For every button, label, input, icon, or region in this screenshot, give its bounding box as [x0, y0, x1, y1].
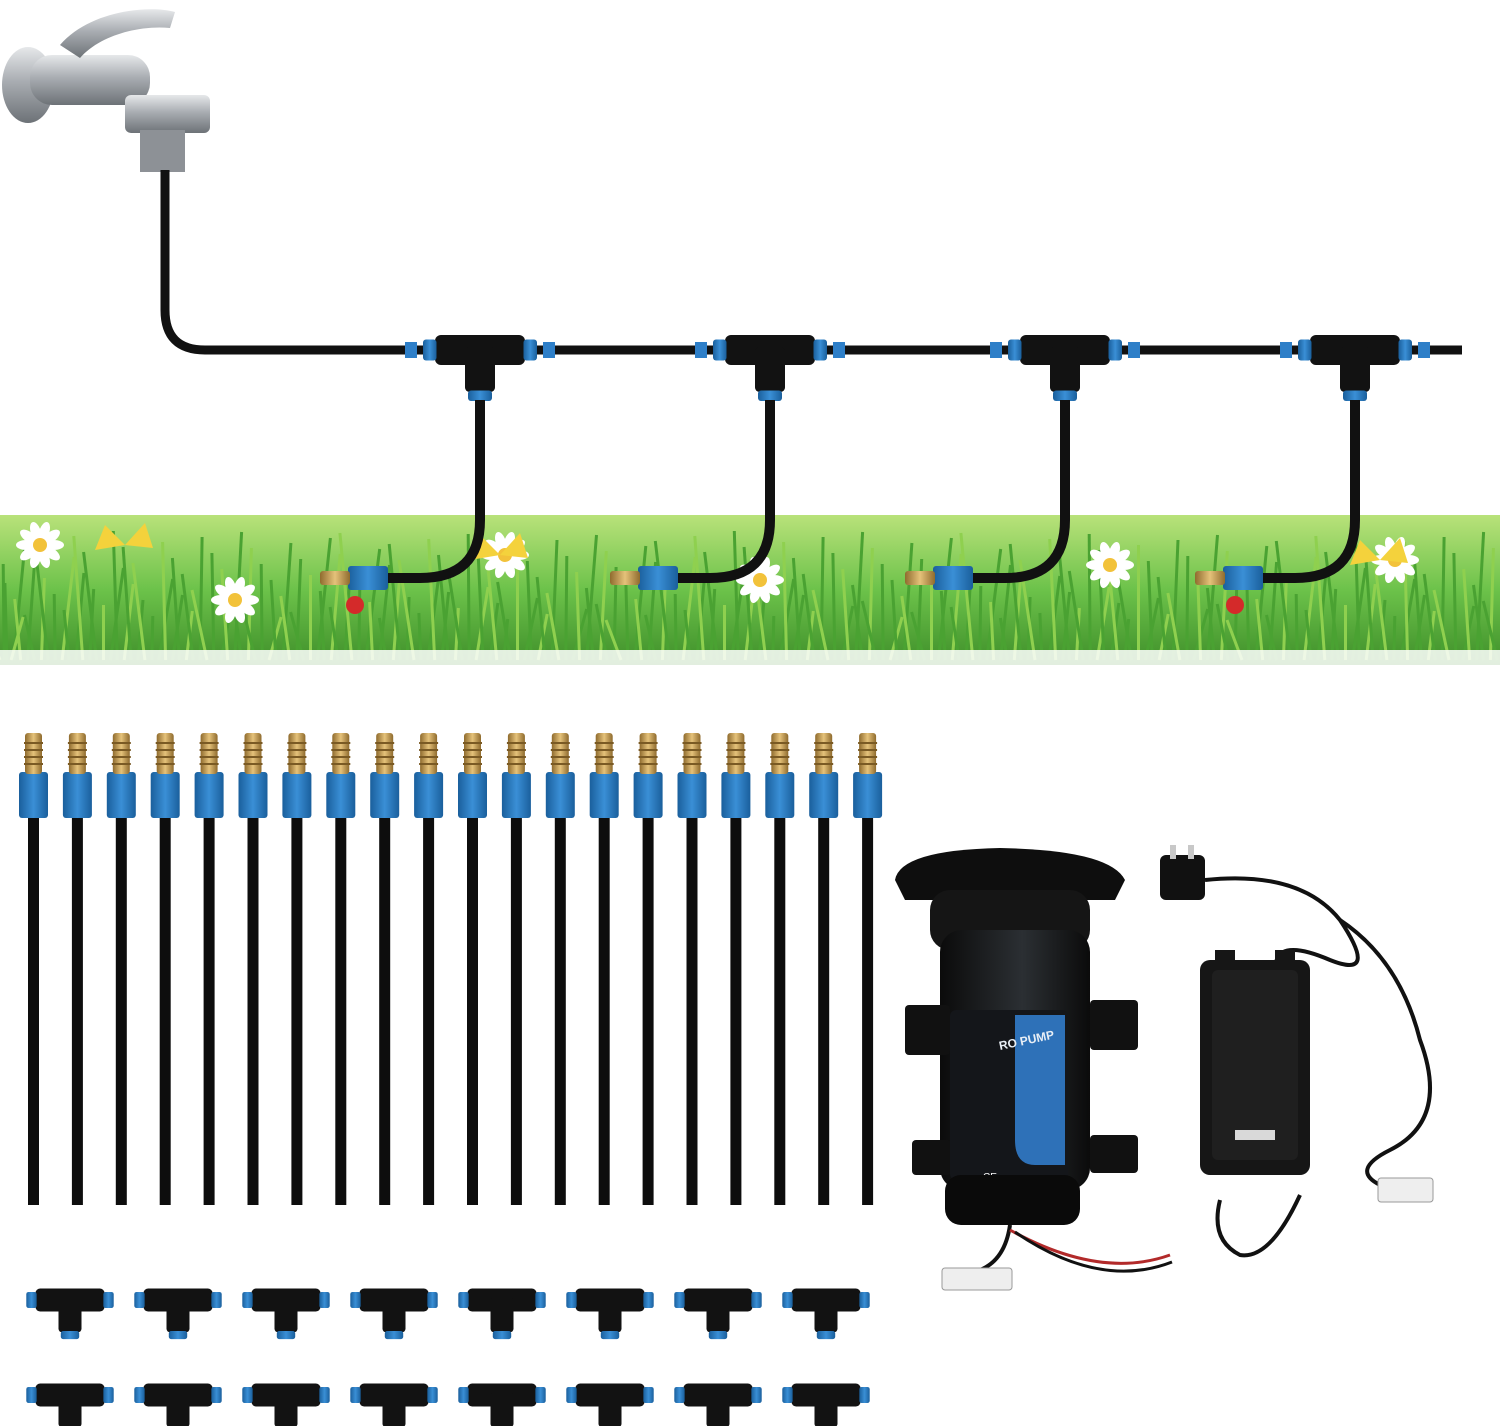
- mist-nozzle-icon: [507, 733, 525, 774]
- tee-connector-icon: [26, 1288, 114, 1340]
- mist-nozzle-icon: [639, 733, 657, 774]
- mist-nozzle-icon: [112, 733, 130, 774]
- nozzle-tube: [589, 733, 619, 1205]
- tee-connector-icon: [242, 1383, 330, 1426]
- tee-connector-icon: [566, 1288, 654, 1340]
- nozzle-tube: [194, 733, 224, 1205]
- daisy-flower: [16, 522, 64, 568]
- tee-connector-grid: [26, 1288, 870, 1426]
- mist-nozzle-icon: [156, 733, 174, 774]
- nozzle-tube: [677, 733, 707, 1205]
- mist-nozzle-icon: [68, 733, 86, 774]
- nozzle-tube: [370, 733, 400, 1205]
- pump-label: RO PUMP CE: [950, 1010, 1068, 1183]
- mist-nozzle-icon: [905, 571, 935, 585]
- daisy-flower: [1086, 542, 1134, 588]
- nozzle-tube: [721, 733, 751, 1205]
- mist-nozzle-icon: [244, 733, 262, 774]
- tee-connector-icon: [242, 1288, 330, 1340]
- butterfly: [470, 533, 528, 560]
- faucet-icon: [2, 9, 210, 172]
- nozzle-tube: [501, 733, 531, 1205]
- nozzle-tube: [326, 733, 356, 1205]
- nozzle-tube: [633, 733, 663, 1205]
- mist-nozzle-icon: [25, 733, 42, 774]
- nozzle-tube: [282, 733, 312, 1205]
- mist-nozzle-icon: [464, 733, 481, 774]
- mist-nozzle-icon: [859, 733, 877, 774]
- mist-nozzle-icon: [320, 571, 350, 585]
- tee-connector-icon: [350, 1288, 438, 1340]
- tee-connector-icon: [674, 1383, 762, 1426]
- tee-connector-icon: [134, 1383, 222, 1426]
- tee-connector-icon: [1008, 335, 1122, 401]
- ladybug: [346, 596, 364, 614]
- ladybug: [1226, 596, 1244, 614]
- mist-nozzle-icon: [376, 733, 394, 774]
- nozzle-tube: [545, 733, 575, 1205]
- butterfly: [95, 523, 153, 550]
- mist-nozzle-icon: [551, 733, 569, 774]
- tee-connector-icon: [26, 1383, 114, 1426]
- mist-nozzle-icon: [727, 733, 745, 774]
- drop-assemblies: [320, 335, 1430, 614]
- nozzle-tube: [150, 733, 180, 1205]
- nozzle-tube: [19, 733, 48, 1205]
- tee-connector-icon: [566, 1383, 654, 1426]
- tee-connector-icon: [458, 1288, 546, 1340]
- nozzle-tube: [106, 733, 136, 1205]
- mist-nozzle-icon: [1195, 571, 1225, 585]
- nozzle-tube-row: [19, 733, 883, 1205]
- tee-connector-icon: [1298, 335, 1412, 401]
- daisy-flower: [211, 577, 259, 623]
- tee-connector-icon: [423, 335, 537, 401]
- diaphragm-pump-icon: RO PUMP CE: [895, 848, 1173, 1291]
- mist-nozzle-icon: [420, 733, 438, 774]
- tee-connector-icon: [674, 1288, 762, 1340]
- butterfly: [1350, 538, 1408, 565]
- tee-connector-icon: [782, 1288, 870, 1340]
- mist-nozzle-icon: [332, 733, 350, 774]
- nozzle-tube: [238, 733, 268, 1205]
- mist-nozzle-icon: [815, 733, 833, 774]
- mist-nozzle-icon: [288, 733, 306, 774]
- mist-nozzle-icon: [200, 733, 218, 774]
- tee-connector-icon: [713, 335, 827, 401]
- power-adapter-icon: [1160, 845, 1434, 1258]
- tee-connector-icon: [134, 1288, 222, 1340]
- nozzle-tube: [62, 733, 92, 1205]
- mist-nozzle-icon: [771, 733, 789, 774]
- tee-connector-icon: [350, 1383, 438, 1426]
- supply-tube: [160, 170, 1462, 355]
- pump-connector: [941, 1267, 1013, 1291]
- nozzle-tube: [765, 733, 795, 1205]
- mist-nozzle-icon: [683, 733, 701, 774]
- nozzle-tube: [853, 733, 883, 1205]
- nozzle-tube: [809, 733, 839, 1205]
- nozzle-tube: [414, 733, 444, 1205]
- mist-nozzle-icon: [595, 733, 613, 774]
- grass-background: [0, 515, 1500, 690]
- tee-connector-icon: [458, 1383, 546, 1426]
- nozzle-tube: [458, 733, 487, 1205]
- mist-nozzle-icon: [610, 571, 640, 585]
- tee-connector-icon: [782, 1383, 870, 1426]
